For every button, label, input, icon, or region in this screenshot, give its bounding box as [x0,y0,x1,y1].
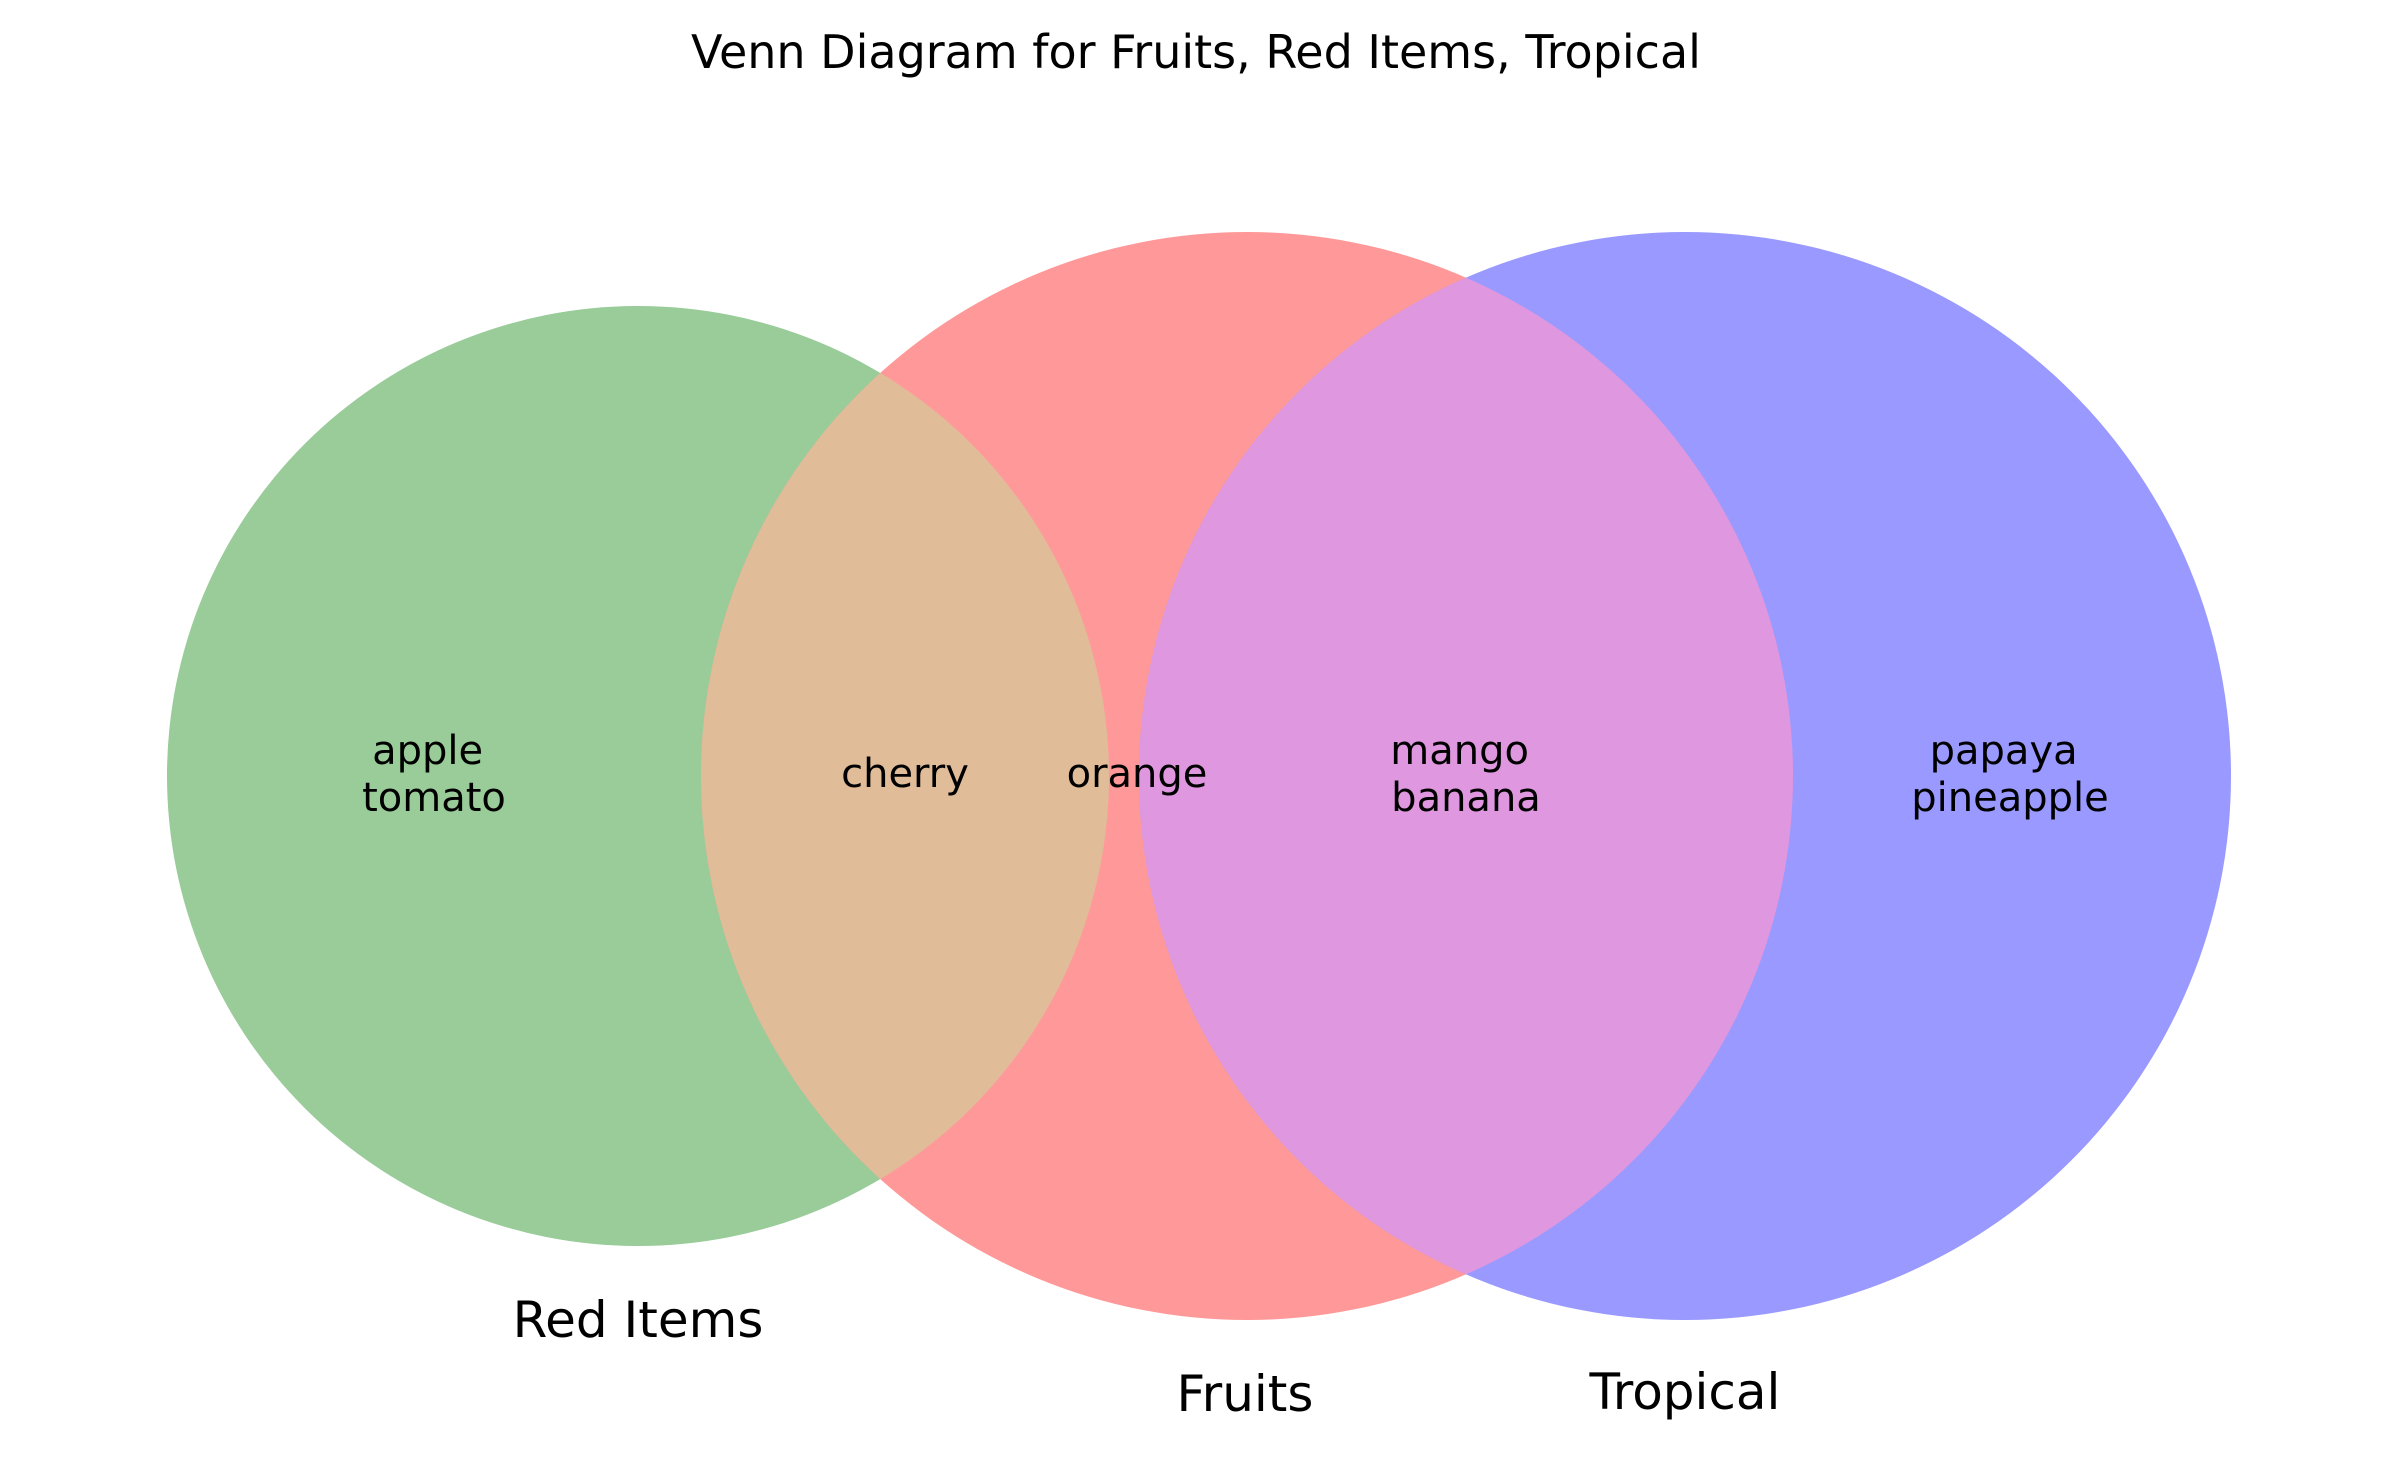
fruits-label: Fruits [1177,1365,1314,1423]
region-red-items-fruits: cherry [841,751,969,797]
region-fruits-tropical: mango banana [1390,728,1541,821]
region-fruits-only: orange [1067,751,1208,797]
region-item: banana [1391,775,1541,821]
red-items-fruits-overlap [701,306,1109,1246]
region-red-items-only: apple tomato [362,728,506,821]
region-item: pineapple [1911,775,2108,821]
region-item: cherry [841,751,969,797]
tropical-label: Tropical [1589,1363,1781,1421]
fruits-tropical-overlap [1139,232,1793,1320]
region-item: apple [372,728,483,774]
region-item: tomato [362,775,506,821]
region-item: orange [1067,751,1208,797]
red-items-label: Red Items [513,1291,764,1349]
region-tropical-only: papaya pineapple [1911,728,2108,821]
diagram-title: Venn Diagram for Fruits, Red Items, Trop… [691,25,1701,79]
region-item: papaya [1930,728,2078,774]
region-item: mango [1390,728,1529,774]
